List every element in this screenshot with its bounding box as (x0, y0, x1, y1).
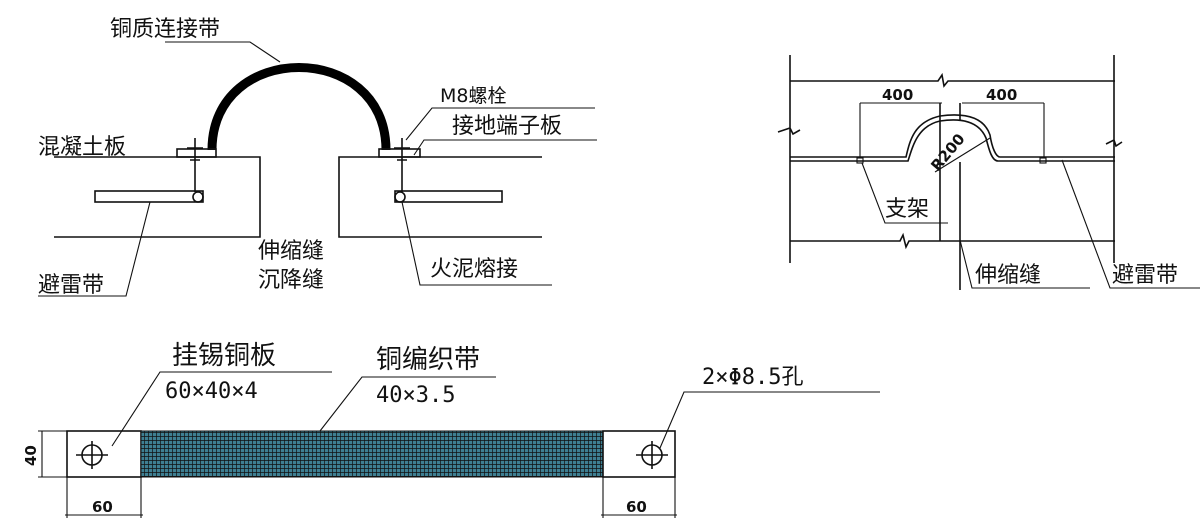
leader-expansion-joint-plan (959, 239, 1090, 289)
lightning-strip-plan-lower (790, 119, 1115, 162)
concrete-slab-right (338, 156, 542, 238)
terminal-plate-left (176, 148, 217, 158)
slab-edge-top (790, 72, 1115, 88)
dim-line-left (859, 102, 942, 158)
dim-height-line (38, 430, 67, 478)
label-bolt: M8螺栓 (440, 85, 506, 107)
leader-copper-strap (165, 41, 281, 63)
label-braid: 铜编织带 (376, 345, 480, 375)
label-holes: 2×Φ8.5孔 (702, 365, 803, 390)
label-tinned-plate: 挂锡铜板 (172, 341, 276, 371)
bolt-right (394, 138, 410, 192)
label-expansion-joint-plan: 伸缩缝 (975, 263, 1041, 288)
leader-lightning-strip-plan (1061, 159, 1200, 289)
support-right (1039, 157, 1047, 164)
slab-side-left (777, 55, 801, 263)
leader-bolt (405, 107, 595, 141)
support-left (856, 157, 864, 164)
label-terminal-plate: 接地端子板 (452, 114, 562, 139)
label-braid-size: 40×3.5 (376, 383, 455, 408)
lightning-strip-bar-left (94, 190, 204, 203)
dim-400-left: 400 (882, 86, 913, 104)
section-view: 铜质连接带 M8螺栓 接地端子板 混凝土板 伸缩缝 沉降缝 火泥熔接 避雷带 (38, 17, 597, 298)
plan-view: 400 400 R200 支架 伸缩缝 避雷带 (777, 55, 1200, 290)
concrete-slab-left (54, 156, 261, 238)
slab-side-right (1105, 55, 1123, 263)
braided-copper-strap (140, 430, 604, 478)
tinned-copper-plate-right (602, 430, 676, 478)
dim-line-right (962, 102, 1045, 158)
copper-strap-arc (207, 63, 391, 151)
leader-terminal-plate (413, 139, 597, 156)
label-support: 支架 (885, 197, 929, 222)
leader-braid (319, 376, 496, 432)
label-plate-size: 60×40×4 (165, 379, 258, 404)
radius-leader (934, 137, 991, 173)
leader-support (861, 162, 948, 224)
bolt-left (187, 138, 203, 192)
label-expansion-joint: 伸缩缝 (258, 239, 324, 264)
tinned-copper-plate-left (66, 430, 142, 478)
slab-edge-bottom (790, 232, 1115, 250)
dim-right-line (601, 477, 677, 518)
dim-400-right: 400 (986, 86, 1017, 104)
hole-right-icon (636, 441, 668, 469)
label-exothermic-weld: 火泥熔接 (430, 257, 518, 282)
leader-holes (659, 391, 880, 449)
weld-point-left (192, 191, 204, 203)
dim-right-width: 60 (626, 498, 647, 516)
leader-exothermic-weld (401, 201, 552, 286)
dim-left-width: 60 (92, 498, 113, 516)
terminal-plate-right (378, 148, 421, 158)
label-lightning-strip-plan: 避雷带 (1112, 263, 1178, 288)
hole-left-icon (76, 441, 108, 469)
lightning-strip-bar-right (394, 190, 503, 203)
dim-height: 40 (22, 445, 40, 466)
dim-left-line (65, 477, 143, 518)
weld-point-right (394, 191, 406, 203)
leader-lightning-strip (38, 201, 151, 297)
radius-label: R200 (927, 130, 968, 174)
label-copper-strap: 铜质连接带 (110, 17, 220, 42)
label-lightning-strip: 避雷带 (38, 273, 104, 298)
lightning-strip-plan (790, 114, 1115, 158)
label-concrete-slab: 混凝土板 (38, 135, 126, 160)
leader-tinned-plate (111, 371, 332, 447)
strap-detail: 40 60 60 挂锡铜板 60×40×4 铜编织带 40×3.5 2×Φ8.5… (22, 341, 880, 518)
label-settlement-joint: 沉降缝 (258, 268, 324, 293)
